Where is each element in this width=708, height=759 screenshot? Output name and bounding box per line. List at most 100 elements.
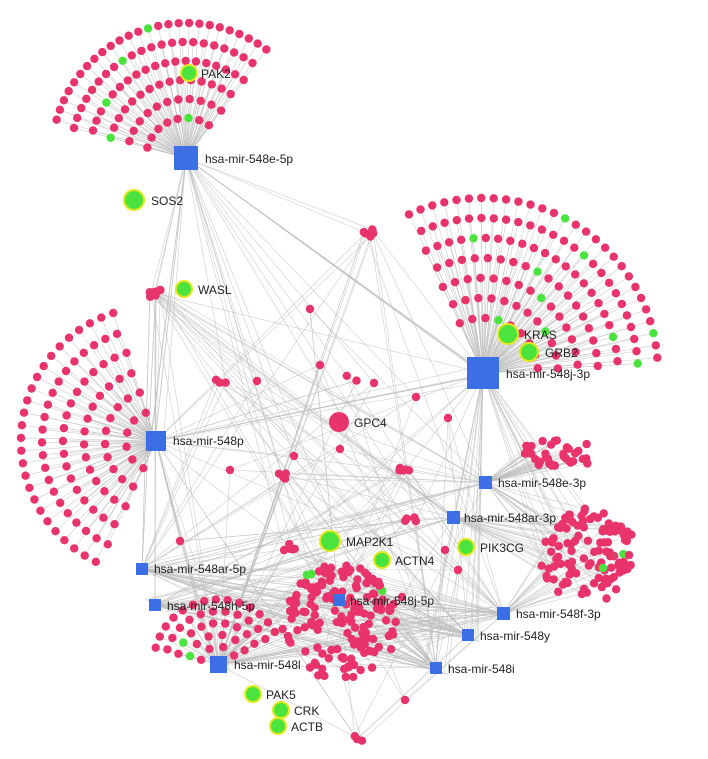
target-node[interactable]: [357, 636, 366, 645]
target-node[interactable]: [320, 562, 329, 571]
gene-node-gpc4[interactable]: [329, 412, 349, 432]
gene-node-pak2[interactable]: [180, 64, 198, 82]
target-node[interactable]: [579, 554, 589, 563]
target-node[interactable]: [234, 598, 244, 607]
target-node[interactable]: [197, 622, 206, 631]
target-node[interactable]: [526, 221, 535, 230]
target-node[interactable]: [90, 54, 99, 63]
target-node[interactable]: [175, 623, 185, 632]
target-node[interactable]: [25, 483, 34, 492]
target-node[interactable]: [106, 414, 115, 423]
target-node[interactable]: [615, 568, 624, 577]
target-node[interactable]: [164, 20, 173, 29]
target-node[interactable]: [66, 474, 76, 483]
target-node[interactable]: [23, 396, 32, 405]
target-node[interactable]: [211, 595, 221, 604]
target-node[interactable]: [36, 506, 45, 515]
target-node[interactable]: [322, 594, 331, 603]
target-node[interactable]: [61, 366, 71, 376]
target-node[interactable]: [550, 436, 559, 446]
target-node[interactable]: [636, 293, 646, 303]
target-node[interactable]: [195, 116, 204, 125]
target-node[interactable]: [335, 444, 345, 454]
target-node[interactable]: [178, 606, 187, 615]
highlighted-target-node[interactable]: [302, 570, 312, 580]
target-node[interactable]: [109, 62, 119, 72]
target-node[interactable]: [17, 421, 27, 430]
target-node[interactable]: [562, 323, 571, 332]
target-node[interactable]: [135, 388, 144, 397]
target-node[interactable]: [389, 599, 398, 609]
target-node[interactable]: [572, 569, 581, 578]
target-node[interactable]: [579, 584, 589, 593]
target-node[interactable]: [81, 453, 91, 462]
target-node[interactable]: [70, 78, 79, 87]
target-node[interactable]: [291, 594, 300, 603]
target-node[interactable]: [154, 124, 163, 134]
target-node[interactable]: [404, 466, 414, 475]
target-node[interactable]: [38, 451, 48, 460]
target-node[interactable]: [157, 40, 166, 49]
target-node[interactable]: [229, 48, 239, 57]
target-node[interactable]: [626, 322, 636, 332]
target-node[interactable]: [594, 298, 603, 308]
target-node[interactable]: [347, 617, 356, 626]
target-node[interactable]: [464, 214, 474, 223]
target-node[interactable]: [571, 220, 580, 229]
target-node[interactable]: [549, 575, 558, 584]
target-node[interactable]: [94, 77, 103, 86]
target-node[interactable]: [349, 672, 358, 682]
target-node[interactable]: [165, 77, 174, 86]
target-node[interactable]: [151, 61, 160, 71]
target-node[interactable]: [52, 115, 61, 124]
target-node[interactable]: [109, 308, 118, 318]
mirna-node-548y[interactable]: [462, 629, 474, 641]
target-node[interactable]: [566, 458, 575, 467]
target-node[interactable]: [558, 519, 567, 529]
target-node[interactable]: [48, 388, 57, 397]
target-node[interactable]: [361, 568, 370, 577]
target-node[interactable]: [134, 27, 143, 36]
target-node[interactable]: [114, 114, 124, 123]
target-node[interactable]: [542, 571, 551, 581]
target-node[interactable]: [263, 618, 273, 627]
target-node[interactable]: [370, 589, 379, 599]
highlighted-target-node[interactable]: [184, 113, 193, 123]
target-node[interactable]: [551, 351, 561, 360]
target-node[interactable]: [103, 540, 113, 549]
gene-node-map2k1[interactable]: [319, 530, 341, 552]
target-node[interactable]: [221, 619, 230, 628]
target-node[interactable]: [463, 275, 472, 284]
target-node[interactable]: [64, 333, 74, 342]
target-node[interactable]: [402, 514, 411, 523]
target-node[interactable]: [115, 82, 125, 92]
target-node[interactable]: [571, 449, 580, 458]
target-node[interactable]: [16, 433, 26, 443]
target-node[interactable]: [574, 531, 583, 540]
target-node[interactable]: [109, 464, 118, 474]
target-node[interactable]: [205, 20, 214, 30]
target-node[interactable]: [502, 276, 511, 286]
target-node[interactable]: [161, 622, 170, 631]
target-node[interactable]: [487, 294, 496, 303]
target-node[interactable]: [653, 353, 662, 362]
target-node[interactable]: [598, 525, 608, 534]
target-node[interactable]: [538, 204, 547, 213]
target-node[interactable]: [51, 527, 60, 536]
target-node[interactable]: [244, 34, 253, 43]
target-node[interactable]: [225, 26, 234, 35]
target-node[interactable]: [245, 603, 255, 612]
gene-node-actb[interactable]: [269, 717, 287, 735]
target-node[interactable]: [59, 423, 69, 433]
target-node[interactable]: [63, 509, 72, 518]
target-node[interactable]: [317, 577, 327, 586]
target-node[interactable]: [240, 646, 249, 655]
mirna-node-548e-5p[interactable]: [174, 146, 198, 170]
target-node[interactable]: [362, 578, 372, 587]
target-node[interactable]: [181, 56, 190, 66]
target-node[interactable]: [544, 564, 554, 573]
target-node[interactable]: [44, 475, 54, 485]
target-node[interactable]: [293, 626, 302, 635]
target-node[interactable]: [470, 254, 479, 263]
highlighted-target-node[interactable]: [106, 133, 115, 142]
